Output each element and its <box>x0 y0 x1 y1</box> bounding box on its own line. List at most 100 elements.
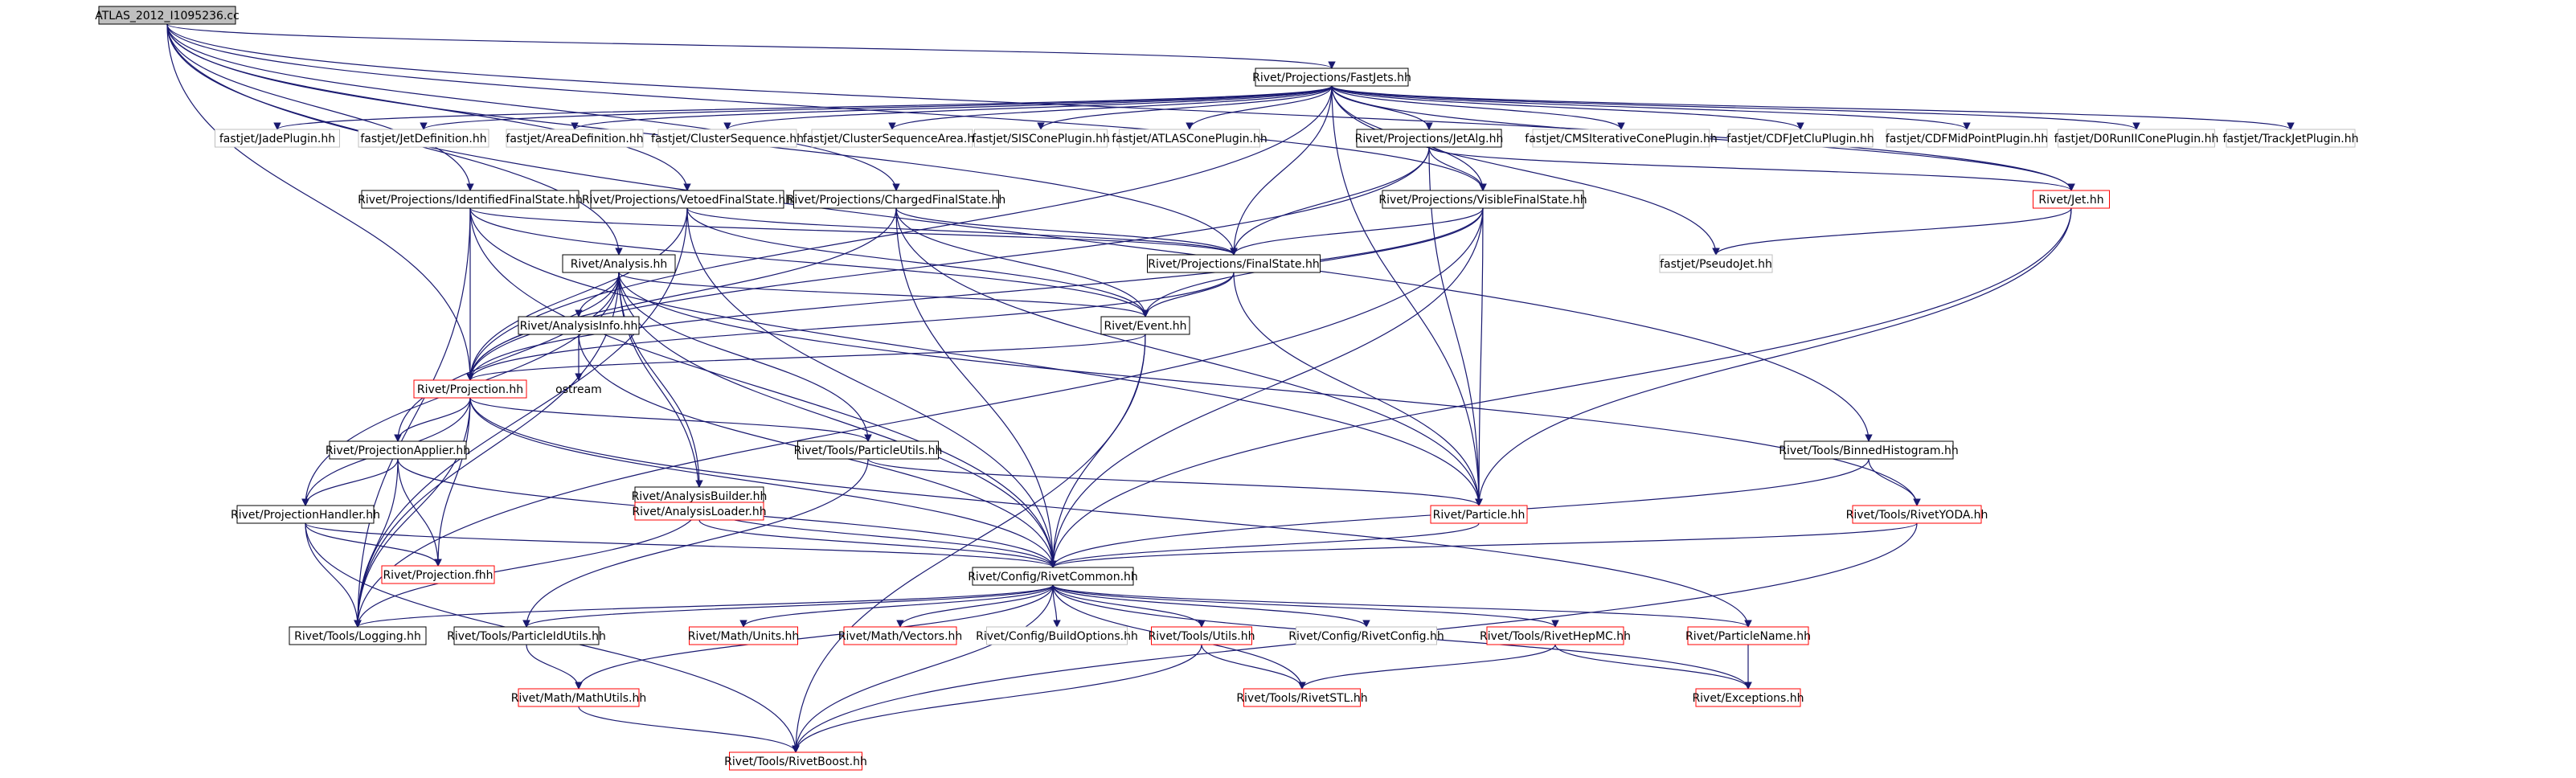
node-rivet-math-mathutils-hh[interactable]: Rivet/Math/MathUtils.hh <box>511 688 647 707</box>
edge-fastjets-to-clustersequencearea <box>888 85 1333 130</box>
node-rivet-config-buildoptions-hh[interactable]: Rivet/Config/BuildOptions.hh <box>976 626 1138 645</box>
edge-root-to-projection <box>166 23 474 381</box>
dependency-nodes: ATLAS_2012_I1095236.ccRivet/Projections/… <box>95 6 2359 771</box>
node-fastjet-clustersequence-hh[interactable]: fastjet/ClusterSequence.hh <box>651 129 804 148</box>
node-box <box>453 626 600 645</box>
node-rivet-event-hh[interactable]: Rivet/Event.hh <box>1100 316 1190 335</box>
node-rivet-tools-particleidutils-hh[interactable]: Rivet/Tools/ParticleIdUtils.hh <box>447 626 606 645</box>
node-label: Rivet/Analysis.hh <box>571 258 668 271</box>
node-box <box>2226 129 2356 148</box>
node-label: Rivet/Tools/Logging.hh <box>294 630 421 643</box>
node-rivet-tools-rivetboost-hh[interactable]: Rivet/Tools/RivetBoost.hh <box>724 751 867 771</box>
node-fastjet-clustersequencearea-hh[interactable]: fastjet/ClusterSequenceArea.hh <box>803 129 981 148</box>
edge-particleutils-to-particle <box>867 458 1483 506</box>
node-fastjet-trackjetplugin-hh[interactable]: fastjet/TrackJetPlugin.hh <box>2223 129 2359 148</box>
edge-vetoed-to-rivetcommon <box>686 207 1057 568</box>
node-rivet-tools-rivetstl-hh[interactable]: Rivet/Tools/RivetSTL.hh <box>1236 688 1368 707</box>
node-rivet-tools-particleutils-hh[interactable]: Rivet/Tools/ParticleUtils.hh <box>794 440 943 460</box>
node-rivet-config-rivetconfig-hh[interactable]: Rivet/Config/RivetConfig.hh <box>1288 626 1444 645</box>
node-fastjet-cdfjetcluplugin-hh[interactable]: fastjet/CDFJetCluPlugin.hh <box>1726 129 1874 148</box>
node-fastjet-areadefinition-hh[interactable]: fastjet/AreaDefinition.hh <box>506 129 644 148</box>
node-rivet-projection-hh[interactable]: Rivet/Projection.hh <box>413 379 527 399</box>
edge-fastjets-to-areadefinition <box>571 85 1333 130</box>
edge-particleutils-to-particleidutils <box>522 458 869 628</box>
node-label: Rivet/Tools/RivetBoost.hh <box>724 755 867 768</box>
node-label: Rivet/Tools/BinnedHistogram.hh <box>1779 444 1959 457</box>
node-label: Rivet/Config/BuildOptions.hh <box>976 630 1138 643</box>
node-rivet-projections-fastjets-hh[interactable]: Rivet/Projections/FastJets.hh <box>1252 68 1411 87</box>
node-label: Rivet/Math/Units.hh <box>688 630 799 643</box>
node-box <box>634 502 764 521</box>
node-rivet-projections-identifiedfinalstate-hh[interactable]: Rivet/Projections/IdentifiedFinalState.h… <box>358 190 583 209</box>
edge-root-to-binnedhisto <box>166 23 1873 442</box>
node-rivet-projections-jetalg-hh[interactable]: Rivet/Projections/JetAlg.hh <box>1355 129 1504 148</box>
node-rivet-projections-chargedfinalstate-hh[interactable]: Rivet/Projections/ChargedFinalState.hh <box>787 190 1006 209</box>
node-box <box>329 440 467 460</box>
node-rivet-tools-binnedhistogram-hh[interactable]: Rivet/Tools/BinnedHistogram.hh <box>1779 440 1959 460</box>
node-rivet-analysisinfo-hh[interactable]: Rivet/AnalysisInfo.hh <box>518 316 640 335</box>
node-fastjet-jetdefinition-hh[interactable]: fastjet/JetDefinition.hh <box>358 129 489 148</box>
node-label: Rivet/Tools/Utils.hh <box>1149 630 1255 643</box>
node-rivet-projection-fhh[interactable]: Rivet/Projection.fhh <box>381 565 495 584</box>
edge-charged-to-finalstate <box>895 207 1238 256</box>
node-fastjet-d0runiiconeplugin-hh[interactable]: fastjet/D0RunIIConePlugin.hh <box>2054 129 2219 148</box>
edge-jetalg-to-projection <box>466 146 1430 381</box>
node-rivet-particlename-hh[interactable]: Rivet/ParticleName.hh <box>1685 626 1811 645</box>
node-label: Rivet/Tools/ParticleUtils.hh <box>794 444 943 457</box>
node-fastjet-pseudojet-hh[interactable]: fastjet/PseudoJet.hh <box>1659 254 1773 273</box>
edge-jetalg-to-jet <box>1428 146 2075 191</box>
node-fastjet-jadeplugin-hh[interactable]: fastjet/JadePlugin.hh <box>215 129 340 148</box>
node-label: Rivet/Tools/RivetHepMC.hh <box>1480 630 1631 643</box>
node-rivet-projectionhandler-hh[interactable]: Rivet/ProjectionHandler.hh <box>231 505 380 524</box>
node-ostream[interactable]: ostream <box>555 383 602 396</box>
edge-fastjets-to-cdfmidpoint <box>1331 85 1971 130</box>
node-label: Rivet/Projection.fhh <box>383 569 493 582</box>
edge-identified-to-rivetcommon <box>469 207 1057 568</box>
node-box <box>413 379 527 399</box>
node-label: fastjet/CDFMidPointPlugin.hh <box>1886 133 2048 145</box>
edge-rivetcommon-to-units <box>739 584 1054 628</box>
edge-projhandler-to-projfhh <box>305 522 442 567</box>
node-rivet-analysis-hh[interactable]: Rivet/Analysis.hh <box>562 254 676 273</box>
node-rivet-analysisloader-hh[interactable]: Rivet/AnalysisLoader.hh <box>632 502 767 521</box>
node-rivet-projectionapplier-hh[interactable]: Rivet/ProjectionApplier.hh <box>326 440 470 460</box>
node-rivet-jet-hh[interactable]: Rivet/Jet.hh <box>2033 190 2110 209</box>
node-label: fastjet/SISConePlugin.hh <box>972 133 1110 145</box>
node-rivet-projections-vetoedfinalstate-hh[interactable]: Rivet/Projections/VetoedFinalState.hh <box>582 190 792 209</box>
node-fastjet-cmsiterativeconeplugin-hh[interactable]: fastjet/CMSIterativeConePlugin.hh <box>1525 129 1718 148</box>
edge-jet-to-rivetcommon <box>1049 207 2072 568</box>
node-box <box>381 565 495 584</box>
node-box <box>1100 316 1190 335</box>
node-box <box>1255 68 1409 87</box>
edge-projection-to-projapplier <box>394 397 471 442</box>
node-label: fastjet/JadePlugin.hh <box>219 133 335 145</box>
node-label: Rivet/AnalysisInfo.hh <box>520 320 638 333</box>
node-fastjet-cdfmidpointplugin-hh[interactable]: fastjet/CDFMidPointPlugin.hh <box>1886 129 2048 148</box>
node-atlas-2012-i1095236-cc[interactable]: ATLAS_2012_I1095236.cc <box>95 6 240 25</box>
edge-visible-to-finalstate <box>1230 207 1484 256</box>
node-rivet-tools-rivetyoda-hh[interactable]: Rivet/Tools/RivetYODA.hh <box>1846 505 1988 524</box>
node-rivet-tools-rivethepmc-hh[interactable]: Rivet/Tools/RivetHepMC.hh <box>1480 626 1631 645</box>
edge-vetoed-to-finalstate <box>686 207 1238 256</box>
node-fastjet-sisconeplugin-hh[interactable]: fastjet/SISConePlugin.hh <box>972 129 1110 148</box>
node-rivet-analysisbuilder-hh[interactable]: Rivet/AnalysisBuilder.hh <box>632 486 768 506</box>
node-rivet-math-vectors-hh[interactable]: Rivet/Math/Vectors.hh <box>838 626 963 645</box>
node-rivet-math-units-hh[interactable]: Rivet/Math/Units.hh <box>688 626 799 645</box>
node-rivet-projections-finalstate-hh[interactable]: Rivet/Projections/FinalState.hh <box>1147 254 1321 273</box>
edge-analysis-to-rivetyoda <box>618 272 1921 506</box>
node-rivet-tools-utils-hh[interactable]: Rivet/Tools/Utils.hh <box>1149 626 1255 645</box>
node-label: Rivet/ParticleName.hh <box>1685 630 1811 643</box>
node-rivet-config-rivetcommon-hh[interactable]: Rivet/Config/RivetCommon.hh <box>968 567 1138 586</box>
node-rivet-particle-hh[interactable]: Rivet/Particle.hh <box>1430 505 1528 524</box>
node-fastjet-atlasconeplugin-hh[interactable]: fastjet/ATLASConePlugin.hh <box>1112 129 1268 148</box>
edge-analysis-to-analysisbuilder <box>618 272 703 488</box>
node-box <box>2033 190 2110 209</box>
node-label: fastjet/PseudoJet.hh <box>1660 258 1772 271</box>
node-rivet-exceptions-hh[interactable]: Rivet/Exceptions.hh <box>1692 688 1804 707</box>
edge-rivetcommon-to-rivethepmc <box>1052 584 1559 628</box>
node-rivet-tools-logging-hh[interactable]: Rivet/Tools/Logging.hh <box>289 626 427 645</box>
edge-analysis-to-analysisloader <box>618 272 703 503</box>
node-box <box>1532 129 1710 148</box>
node-label: Rivet/Config/RivetCommon.hh <box>968 571 1138 584</box>
node-rivet-projections-visiblefinalstate-hh[interactable]: Rivet/Projections/VisibleFinalState.hh <box>1378 190 1587 209</box>
